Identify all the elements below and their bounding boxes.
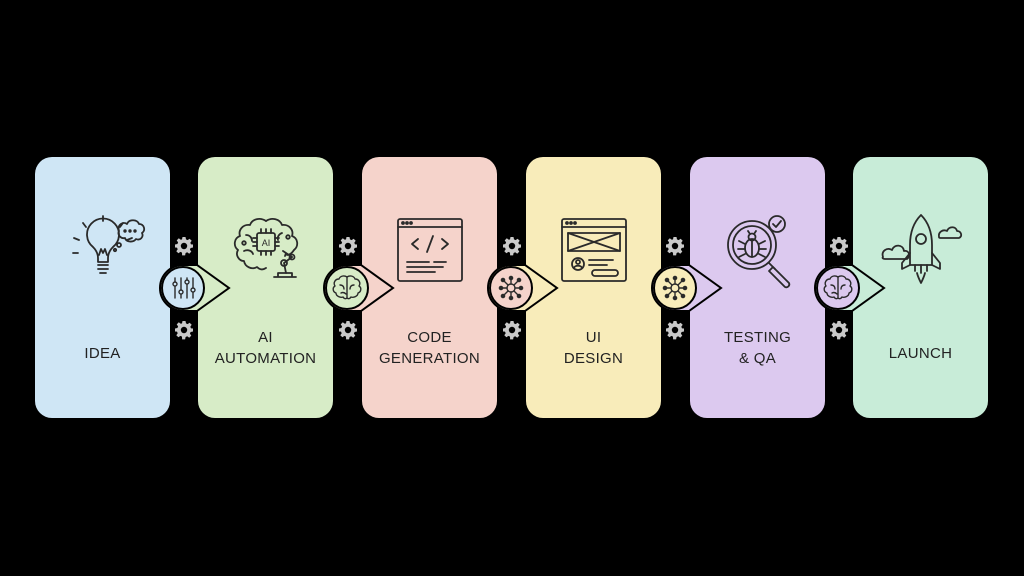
step-label-testing-qa: TESTING & QA (696, 327, 819, 369)
step-label-ai-automation: AI AUTOMATION (204, 327, 327, 369)
step-label-line: GENERATION (378, 350, 481, 367)
code-window-icon (380, 207, 480, 307)
gear-icon (829, 236, 849, 256)
connector-ui-design-to-testing-qa (651, 264, 723, 312)
bug-magnifier-icon (708, 207, 808, 307)
gear-icon (502, 236, 522, 256)
step-label-ui-design: UI DESIGN (532, 327, 655, 369)
step-label-line: UI (585, 329, 602, 346)
connector-code-generation-to-ui-design (487, 264, 559, 312)
robot-brain-icon: AI (216, 207, 316, 307)
step-label-launch: LAUNCH (859, 343, 982, 364)
gear-icon (174, 320, 194, 340)
svg-text:AI: AI (261, 238, 270, 248)
wireframe-icon (544, 207, 644, 307)
gear-icon (829, 320, 849, 340)
brain-icon (332, 275, 362, 300)
sliders-icon (172, 277, 196, 299)
step-card-idea: IDEA (35, 157, 170, 418)
step-label-line: AUTOMATION (214, 350, 317, 367)
step-card-code-generation: CODE GENERATION (362, 157, 497, 418)
connector-testing-qa-to-launch (814, 264, 886, 312)
step-label-line: LAUNCH (888, 345, 953, 362)
step-label-line: IDEA (84, 345, 121, 362)
gear-icon (665, 236, 685, 256)
lightbulb-icon (53, 207, 153, 307)
network-icon (498, 275, 524, 301)
step-label-line: DESIGN (563, 350, 624, 367)
gear-icon (502, 320, 522, 340)
network-icon (662, 275, 688, 301)
brain-icon (823, 275, 853, 300)
step-label-line: AI (258, 329, 273, 346)
gear-icon (174, 236, 194, 256)
step-label-idea: IDEA (41, 343, 164, 364)
gear-icon (665, 320, 685, 340)
gear-icon (338, 320, 358, 340)
gear-icon (338, 236, 358, 256)
connector-ai-automation-to-code-generation (323, 264, 395, 312)
step-label-line: CODE (407, 329, 452, 346)
connector-idea-to-ai-automation (159, 264, 231, 312)
step-label-code-generation: CODE GENERATION (368, 327, 491, 369)
step-label-line: & QA (738, 350, 777, 367)
rocket-icon (871, 207, 971, 307)
step-label-line: TESTING (723, 329, 792, 346)
step-card-ui-design: UI DESIGN (526, 157, 661, 418)
